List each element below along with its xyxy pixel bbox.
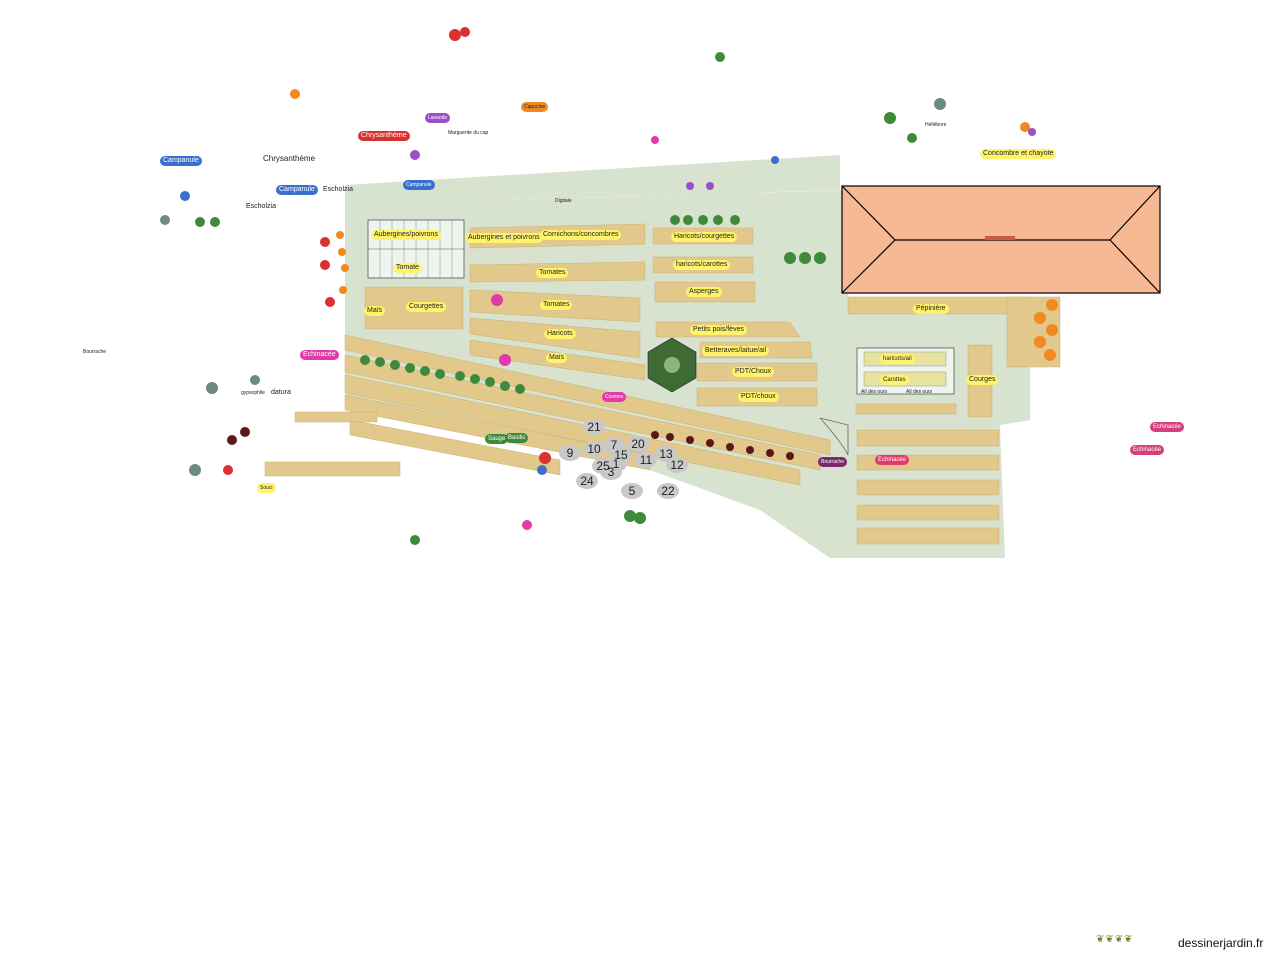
bed-label-carottes: Carottes bbox=[880, 375, 909, 385]
plant-label-marguerite: Marguerite du cap bbox=[448, 130, 489, 136]
stone-number: 1 bbox=[613, 457, 620, 471]
bed-label-petits-pois: Petits pois/fèves bbox=[690, 325, 747, 335]
stone-number: 15 bbox=[614, 448, 628, 462]
plant-tag-campanule-3: Campanule bbox=[403, 180, 435, 190]
plant-tag-dark: Bourrache bbox=[818, 457, 848, 467]
gate bbox=[819, 417, 849, 456]
bed-label-courges: Courges bbox=[966, 375, 999, 385]
stone-number: 11 bbox=[640, 453, 653, 467]
stone-number: 20 bbox=[631, 437, 645, 451]
bed-label-haricots: Haricots bbox=[544, 329, 576, 339]
stone-number: 22 bbox=[661, 484, 675, 498]
plant-tag-campanule-2: Campanule bbox=[276, 185, 318, 195]
bed-label-cornichons: Cornichons/concombres bbox=[540, 230, 622, 240]
bed-label-pdt-choux-2: PDT/choux bbox=[738, 392, 779, 402]
stone-number: 25 bbox=[596, 459, 610, 473]
bed-label-aubergines-poivrons: Aubergines/poivrons bbox=[371, 230, 441, 240]
plant-tag-lavande: Lavande bbox=[425, 113, 451, 123]
house bbox=[841, 185, 1161, 294]
bed-label-pdt-choux-1: PDT/Choux bbox=[732, 367, 775, 377]
bed-label-ail-des-ours: Ail des ours bbox=[861, 389, 888, 395]
plant-tag-concombre-chayote: Concombre et chayote bbox=[980, 149, 1057, 159]
plant-tag-capucine: Capucine bbox=[521, 102, 549, 112]
bed-label-mais: Maïs bbox=[546, 353, 568, 363]
bed-label-tomate: Tomate bbox=[393, 263, 422, 273]
bed-label-courgettes: Courgettes bbox=[406, 302, 447, 312]
bed-label-ail-des-ours-2: Ail des ours bbox=[906, 389, 933, 395]
stone-number: 3 bbox=[608, 465, 615, 479]
bed-label-betteraves: Betteraves/laitue/ail bbox=[702, 346, 770, 356]
stone-number: 9 bbox=[567, 446, 574, 460]
plant-label-gypsophile: gypsophile bbox=[241, 390, 265, 396]
stone-number: 21 bbox=[587, 420, 601, 434]
bed-label-haricots-greenhouse: haricots/ail bbox=[880, 354, 915, 364]
plant-tag-digitale: Digitale bbox=[555, 198, 572, 204]
pumpkin-patch bbox=[1034, 299, 1058, 361]
plant-label-escholzia-2: Escholzia bbox=[246, 203, 276, 210]
numbered-stones bbox=[559, 419, 688, 499]
plant-tag-echinacee-1: Echinacée bbox=[300, 350, 339, 360]
stone-number: 12 bbox=[670, 458, 684, 472]
bed-label-mais-left: Maïs bbox=[364, 306, 386, 316]
stone-numbers: 21 9 10 7 20 13 25 1 15 3 11 12 24 5 22 bbox=[567, 420, 684, 498]
bed-label-haricots-courgettes: Haricots/courgettes bbox=[671, 232, 738, 242]
bed-label-sauge: Sauge bbox=[485, 434, 509, 444]
plant-clusters bbox=[160, 27, 1036, 545]
plant-tag-echinacee-2: Echinacée bbox=[1150, 422, 1185, 432]
plant-tag-cosmos: Cosmos bbox=[602, 392, 627, 402]
bed-label-asperges: Asperges bbox=[686, 287, 722, 297]
plant-label-escholzia-1: Escholzia bbox=[323, 186, 353, 193]
stone-number: 13 bbox=[659, 447, 673, 461]
plant-label-chrysantheme: Chrysanthème bbox=[263, 154, 316, 163]
stone-number: 7 bbox=[611, 438, 618, 452]
bed-label-tomates-1: Tomates bbox=[536, 268, 569, 278]
stone-number: 5 bbox=[629, 484, 636, 498]
lawn-area bbox=[345, 155, 840, 205]
stone-number: 24 bbox=[580, 474, 594, 488]
plant-tag-campanule-1: Campanule bbox=[160, 156, 202, 166]
bed-label-tomates-2: Tomates bbox=[540, 300, 573, 310]
brand-link[interactable]: dessinerjardin.fr bbox=[1178, 936, 1264, 950]
plant-tag-chrysantheme: Chrysanthème bbox=[358, 131, 410, 141]
plant-tag-souci: Souci bbox=[257, 483, 276, 493]
bed-label-basilic: Basilic bbox=[505, 433, 529, 443]
hexagon-planter bbox=[647, 337, 697, 393]
plant-label-hellebore: Hellébore bbox=[925, 122, 947, 128]
plant-label-bourrache: Bourrache bbox=[83, 349, 107, 355]
stone-number: 10 bbox=[587, 442, 601, 456]
bed-label-pepiniere: Pépinière bbox=[913, 304, 949, 314]
brand-icons: ❦❦❦❦ bbox=[1096, 934, 1134, 945]
bed-label-aubergines-poivrons-2: Aubergines et poivrons bbox=[465, 233, 543, 243]
plant-tag-echinacee-4: Echinacée bbox=[875, 455, 910, 465]
bed-label-haricots-carottes: haricots/carottes bbox=[673, 260, 731, 270]
plant-tag-echinacee-3: Echinacée bbox=[1130, 445, 1165, 455]
plant-label-datura: datura bbox=[271, 389, 291, 396]
